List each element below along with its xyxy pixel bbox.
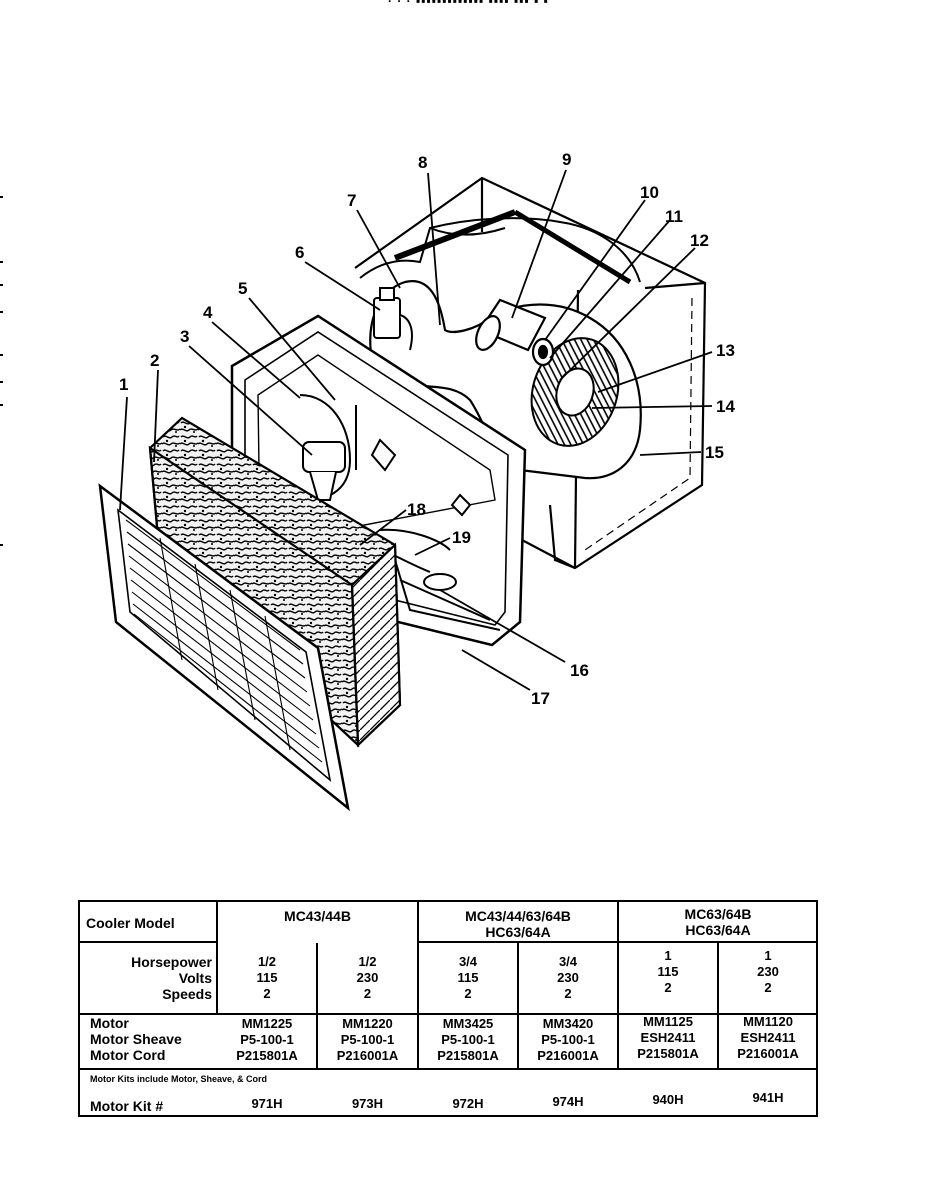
volts-label: Volts bbox=[178, 970, 212, 986]
callout-9: 9 bbox=[562, 150, 571, 169]
blower-wheel bbox=[530, 337, 620, 447]
callout-19: 19 bbox=[452, 528, 471, 547]
callout-3: 3 bbox=[180, 327, 189, 346]
motor-cord-label: Motor Cord bbox=[90, 1047, 166, 1063]
evaporative-pad bbox=[148, 416, 402, 748]
group-header-3: MC63/64B HC63/64A bbox=[684, 906, 752, 938]
margin-ticks bbox=[0, 196, 3, 546]
cooler-exploded-diagram: 1 2 3 4 5 6 7 8 9 10 11 12 13 14 15 16 1… bbox=[0, 150, 735, 812]
horsepower-label: Horsepower bbox=[131, 954, 212, 970]
callout-7: 7 bbox=[347, 191, 356, 210]
motor-kit-note: Motor Kits include Motor, Sheave, & Cord bbox=[90, 1074, 268, 1084]
group-header-2: MC43/44/63/64B HC63/64A bbox=[465, 908, 571, 940]
spec-labels: Horsepower Volts Speeds bbox=[84, 954, 212, 1002]
kit-941h: 941H bbox=[752, 1090, 784, 1105]
group-header-1: MC43/44B bbox=[284, 908, 351, 924]
speeds-label: Speeds bbox=[162, 986, 212, 1002]
callout-10: 10 bbox=[640, 183, 659, 202]
header-fragment: · · · ▪▪▪▪▪▪▪▪▪▪▪▪▪ ▪▪▪▪ ▪▪▪ ▪ ▪ bbox=[388, 0, 549, 8]
motor-spec-table: Cooler Model MC43/44B MC43/44/63/64B HC6… bbox=[78, 900, 818, 1117]
motor-label: Motor bbox=[90, 1015, 129, 1031]
callout-15: 15 bbox=[705, 443, 724, 462]
louver-grille bbox=[98, 483, 350, 812]
motor-sheave-label: Motor Sheave bbox=[90, 1031, 182, 1047]
callout-2: 2 bbox=[150, 351, 159, 370]
kit-940h: 940H bbox=[652, 1092, 684, 1107]
cabinet-interior bbox=[359, 209, 641, 285]
kit-974h: 974H bbox=[552, 1094, 584, 1109]
callout-17: 17 bbox=[531, 689, 550, 708]
callout-11: 11 bbox=[665, 207, 683, 226]
callout-numbers: 1 2 3 4 5 6 7 8 9 10 11 12 13 14 15 16 1… bbox=[119, 150, 735, 708]
callout-13: 13 bbox=[716, 341, 735, 360]
kit-972h: 972H bbox=[452, 1096, 484, 1111]
callout-5: 5 bbox=[238, 279, 247, 298]
kit-973h: 973H bbox=[351, 1096, 384, 1111]
callout-18: 18 bbox=[407, 500, 426, 519]
kit-971h: 971H bbox=[251, 1096, 283, 1111]
callout-12: 12 bbox=[690, 231, 709, 250]
callout-8: 8 bbox=[418, 153, 427, 172]
motor-assembly bbox=[475, 298, 555, 367]
leader-lines bbox=[119, 169, 713, 691]
callout-6: 6 bbox=[295, 243, 304, 262]
callout-4: 4 bbox=[203, 303, 213, 322]
motor-kit-label: Motor Kit # bbox=[90, 1098, 164, 1114]
part-labels: Motor Motor Sheave Motor Cord bbox=[90, 1015, 216, 1063]
cooler-model-label: Cooler Model bbox=[86, 915, 175, 931]
callout-14: 14 bbox=[716, 397, 735, 416]
callout-1: 1 bbox=[119, 375, 128, 394]
switch-box bbox=[373, 287, 413, 351]
callout-16: 16 bbox=[570, 661, 589, 680]
